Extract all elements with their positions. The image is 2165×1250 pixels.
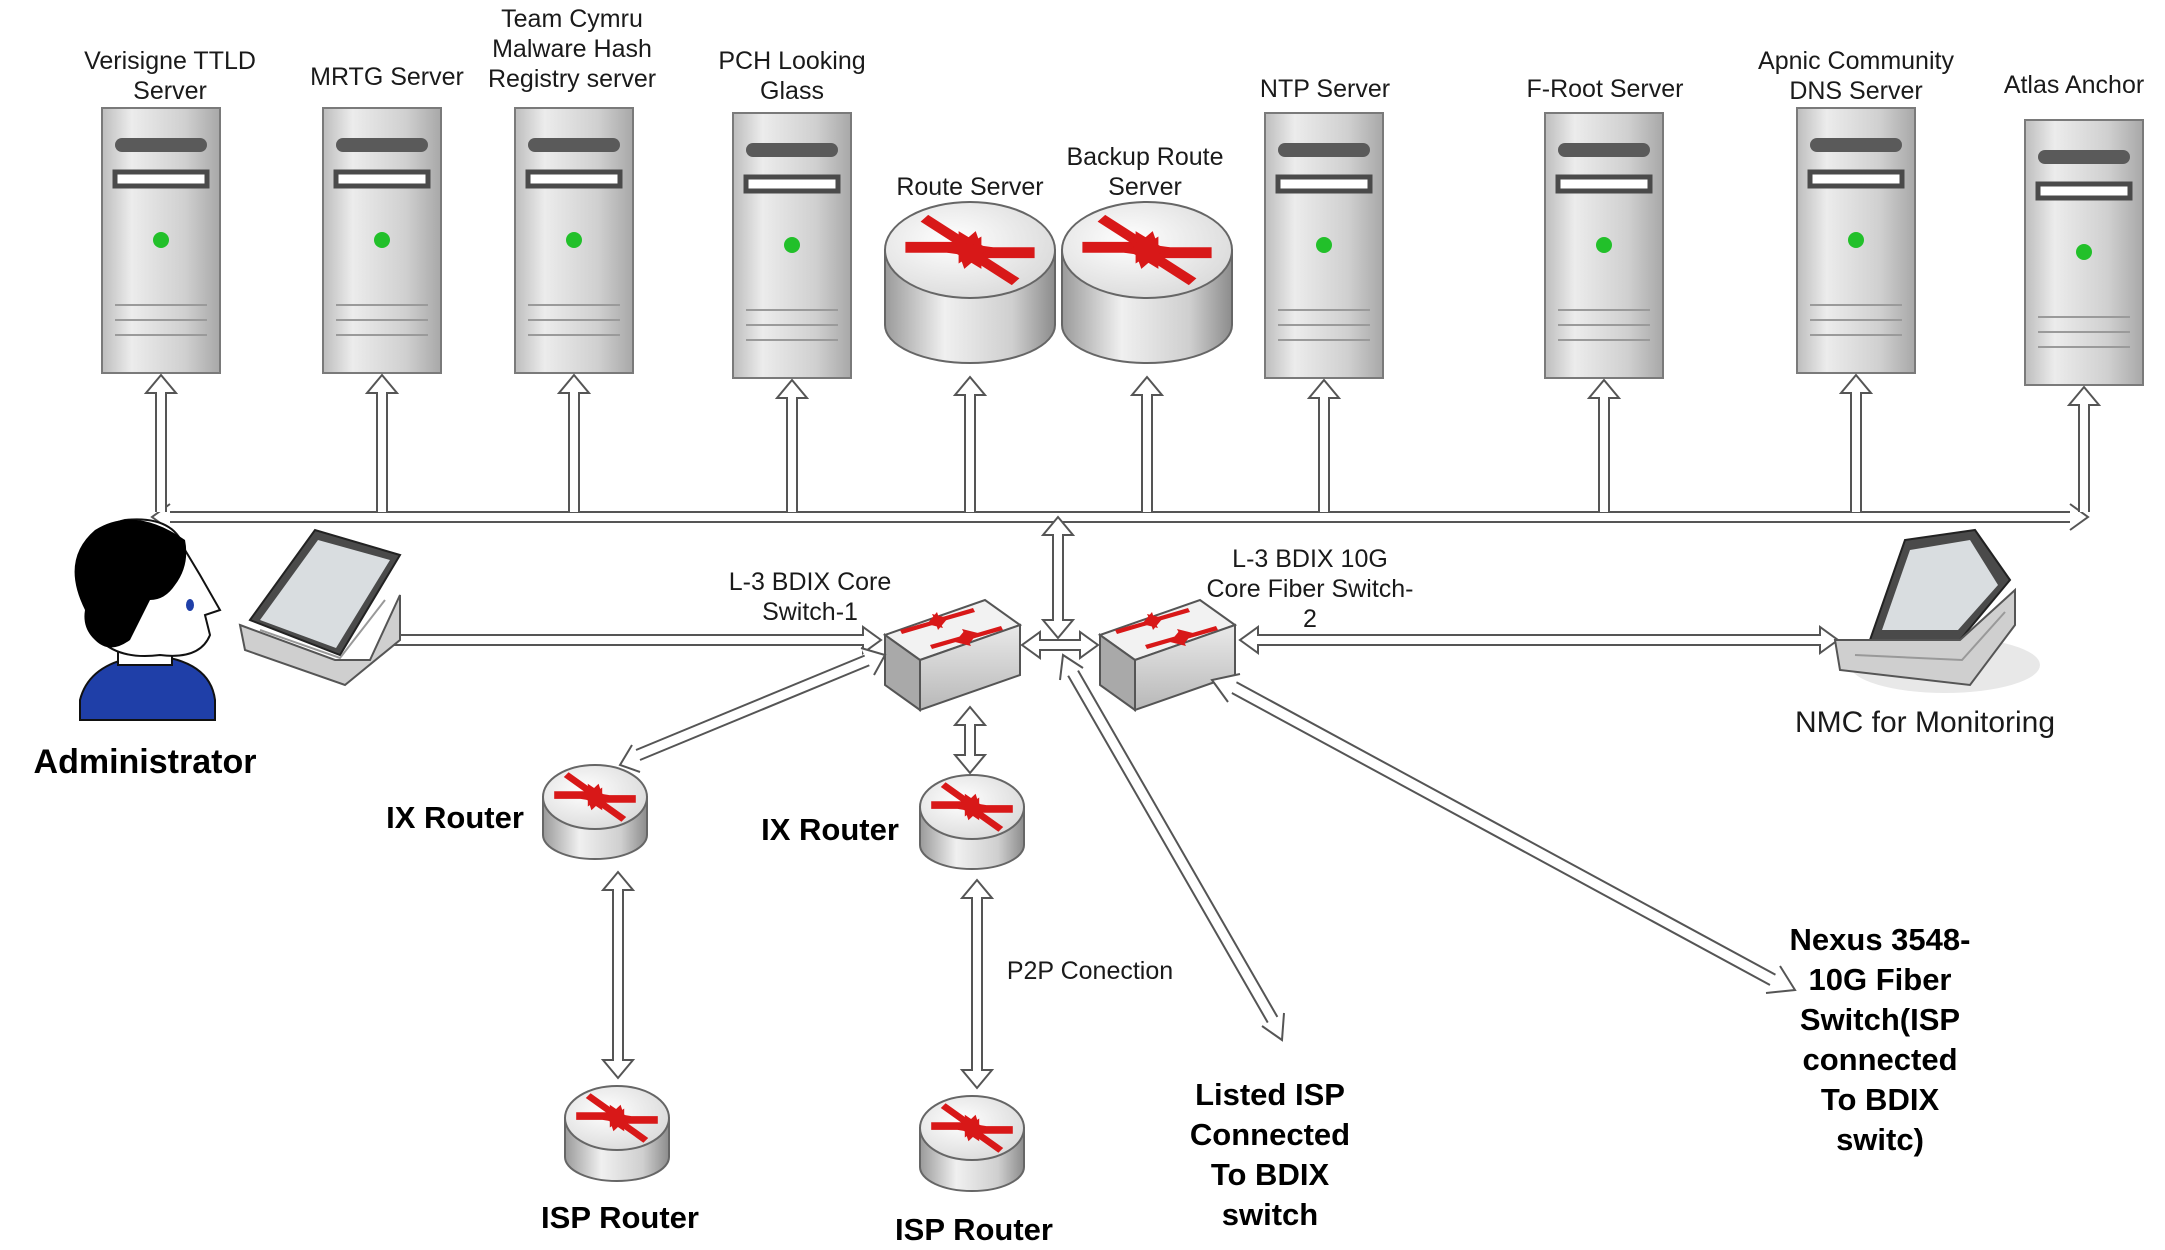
backup-route-server-label: Backup Route Server [1050,142,1240,202]
server-bus-connector [150,503,2090,531]
label-line: Route Server [896,173,1044,201]
server-cymru-label: Team Cymru Malware Hash Registry server [462,4,682,94]
isp-router-2-label: ISP Router [895,1212,1053,1247]
nexus-connector [1210,673,1797,994]
ix-router-1-label: IX Router [386,800,524,835]
label-line: To BDIX [1820,1082,1940,1117]
label-line: Switch-1 [762,598,858,626]
label-line: L-3 BDIX 10G [1232,545,1388,573]
server-drop-connectors [143,373,2102,512]
server-pch-icon [732,112,852,379]
isp-router-1-icon [564,1085,670,1182]
core-switch-2-icon [1097,598,1238,712]
label-line: Backup Route [1066,143,1224,171]
administrator-avatar-icon [74,518,222,721]
label-line: To BDIX [1210,1157,1330,1192]
label-line: switch [1221,1197,1319,1232]
switch-to-ix-router-2-connector [952,705,988,775]
route-server-icon [884,201,1056,364]
nmc-laptop-icon [1833,528,2040,693]
label-line: Verisigne TTLD [84,47,256,75]
inter-switch-connector [1020,630,1100,660]
label-line: Server [1108,173,1182,201]
label-line: Malware Hash [492,35,652,63]
server-apnic-label: Apnic Community DNS Server [1736,46,1976,106]
backup-route-server-icon [1061,201,1233,364]
label-line: Nexus 3548- [1789,922,1971,957]
server-verisign-icon [101,107,221,374]
label-line: Switch(ISP [1799,1002,1961,1037]
label-line: NTP Server [1259,75,1391,103]
ix-to-isp-1-connector [600,870,636,1080]
server-verisign-label: Verisigne TTLD Server [60,46,280,106]
bus-to-core-connector [1040,515,1076,640]
ix-router-1-icon [542,764,648,860]
server-ntp-label: NTP Server [1230,74,1420,104]
label-line: PCH Looking [718,47,866,75]
label-line: Core Fiber Switch- [1206,575,1414,603]
listed-isp-label: Listed ISP Connected To BDIX switch [1160,1075,1380,1235]
label-line: 10G Fiber [1808,962,1952,997]
core-switch-2-label: L-3 BDIX 10G Core Fiber Switch- 2 [1190,544,1430,634]
ix-router-2-icon [919,774,1025,870]
ix-to-isp-2-connector [959,878,995,1090]
core-switch-1-icon [882,598,1023,712]
label-line: Server [133,77,207,105]
p2p-connection-label: P2P Conection [1006,957,1174,985]
listed-isp-connector [1059,653,1285,1042]
isp-router-2-icon [919,1095,1025,1192]
switch-to-nmc-connector [1238,625,1840,655]
ix-router-2-label: IX Router [761,812,899,847]
route-server-label: Route Server [870,172,1070,202]
label-line: connected [1802,1042,1958,1077]
label-line: Registry server [487,65,657,93]
isp-router-1-label: ISP Router [541,1200,699,1235]
administrator-label: Administrator [33,743,257,781]
server-apnic-icon [1796,107,1916,374]
label-line: Apnic Community [1758,47,1954,75]
admin-to-switch-connector [394,625,883,655]
label-line: Glass [760,77,824,105]
server-atlas-label: Atlas Anchor [1984,70,2164,100]
server-mrtg-label: MRTG Server [282,62,492,92]
label-line: switc) [1836,1122,1924,1157]
server-cymru-icon [514,107,634,374]
label-line: MRTG Server [310,63,464,91]
nmc-label: NMC for Monitoring [1794,706,2056,739]
switch-to-ix-router-1-connector [618,647,887,773]
admin-laptop-icon [238,528,402,687]
server-atlas-icon [2024,119,2144,386]
label-line: Listed ISP [1195,1077,1345,1112]
server-froot-label: F-Root Server [1510,74,1700,104]
server-pch-label: PCH Looking Glass [692,46,892,106]
server-ntp-icon [1264,112,1384,379]
core-switch-1-label: L-3 BDIX Core Switch-1 [700,567,920,627]
server-froot-icon [1544,112,1664,379]
server-mrtg-icon [322,107,442,374]
label-line: DNS Server [1789,77,1923,105]
label-line: F-Root Server [1526,75,1684,103]
label-line: 2 [1303,605,1317,633]
nexus-label: Nexus 3548- 10G Fiber Switch(ISP connect… [1760,920,2000,1160]
label-line: Team Cymru [501,5,643,33]
label-line: Atlas Anchor [2003,71,2145,99]
label-line: L-3 BDIX Core [728,568,892,596]
label-line: Connected [1189,1117,1351,1152]
